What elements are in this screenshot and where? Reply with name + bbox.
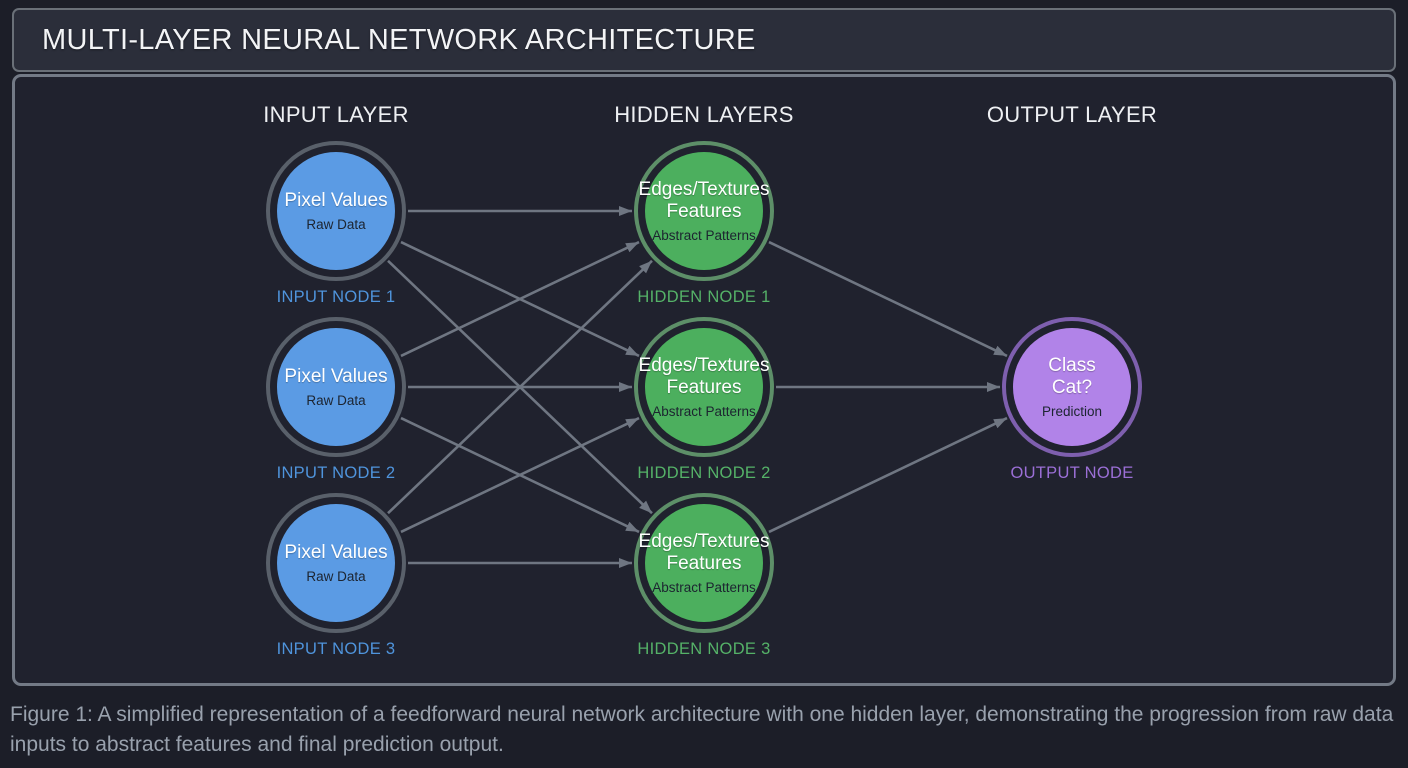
node-disc: Class Cat? Prediction (1013, 328, 1131, 446)
node-label: HIDDEN NODE 3 (637, 640, 771, 658)
node-disc: Pixel Values Raw Data (277, 152, 395, 270)
node-title: Edges/Textures Features (638, 354, 770, 398)
node-circle: Edges/Textures Features Abstract Pattern… (634, 493, 774, 633)
node-circle: Edges/Textures Features Abstract Pattern… (634, 141, 774, 281)
node-circle: Pixel Values Raw Data (266, 493, 406, 633)
node-circle: Pixel Values Raw Data (266, 317, 406, 457)
node-subtitle: Raw Data (306, 569, 366, 585)
layer-header-hidden: HIDDEN LAYERS (614, 102, 794, 127)
node-subtitle: Abstract Patterns (652, 228, 756, 244)
node-label: INPUT NODE 3 (276, 640, 396, 658)
node-label: HIDDEN NODE 2 (637, 464, 771, 482)
node-title: Pixel Values (284, 541, 388, 563)
node-hidden-2: Edges/Textures Features Abstract Pattern… (634, 317, 774, 482)
node-input-1: Pixel Values Raw Data INPUT NODE 1 (266, 141, 406, 306)
node-subtitle: Abstract Patterns (652, 404, 756, 420)
layer-header-output: OUTPUT LAYER (986, 102, 1158, 127)
node-input-2: Pixel Values Raw Data INPUT NODE 2 (266, 317, 406, 482)
figure-caption: Figure 1: A simplified representation of… (10, 703, 1394, 756)
node-circle: Pixel Values Raw Data (266, 141, 406, 281)
node-disc: Pixel Values Raw Data (277, 328, 395, 446)
layer-header-input: INPUT LAYER (263, 102, 409, 127)
node-label: INPUT NODE 2 (276, 464, 396, 482)
node-label: HIDDEN NODE 1 (637, 288, 771, 306)
page-title: MULTI-LAYER NEURAL NETWORK ARCHITECTURE (42, 23, 756, 56)
node-subtitle: Prediction (1041, 404, 1103, 420)
node-input-3: Pixel Values Raw Data INPUT NODE 3 (266, 493, 406, 658)
node-disc: Edges/Textures Features Abstract Pattern… (639, 152, 769, 270)
node-title: Pixel Values (284, 365, 388, 387)
node-label: INPUT NODE 1 (276, 288, 396, 306)
node-label: OUTPUT NODE (1010, 464, 1134, 482)
node-hidden-3: Edges/Textures Features Abstract Pattern… (634, 493, 774, 658)
node-circle: Class Cat? Prediction (1002, 317, 1142, 457)
node-subtitle: Raw Data (306, 217, 366, 233)
node-output: Class Cat? Prediction OUTPUT NODE (1002, 317, 1142, 482)
node-disc: Edges/Textures Features Abstract Pattern… (639, 504, 769, 622)
node-title: Edges/Textures Features (638, 530, 770, 574)
node-circle: Edges/Textures Features Abstract Pattern… (634, 317, 774, 457)
node-title: Class Cat? (1048, 354, 1096, 398)
node-title: Pixel Values (284, 189, 388, 211)
node-subtitle: Raw Data (306, 393, 366, 409)
node-hidden-1: Edges/Textures Features Abstract Pattern… (634, 141, 774, 306)
node-title: Edges/Textures Features (638, 178, 770, 222)
node-subtitle: Abstract Patterns (652, 580, 756, 596)
title-bar: MULTI-LAYER NEURAL NETWORK ARCHITECTURE (12, 8, 1396, 72)
node-disc: Edges/Textures Features Abstract Pattern… (639, 328, 769, 446)
node-disc: Pixel Values Raw Data (277, 504, 395, 622)
